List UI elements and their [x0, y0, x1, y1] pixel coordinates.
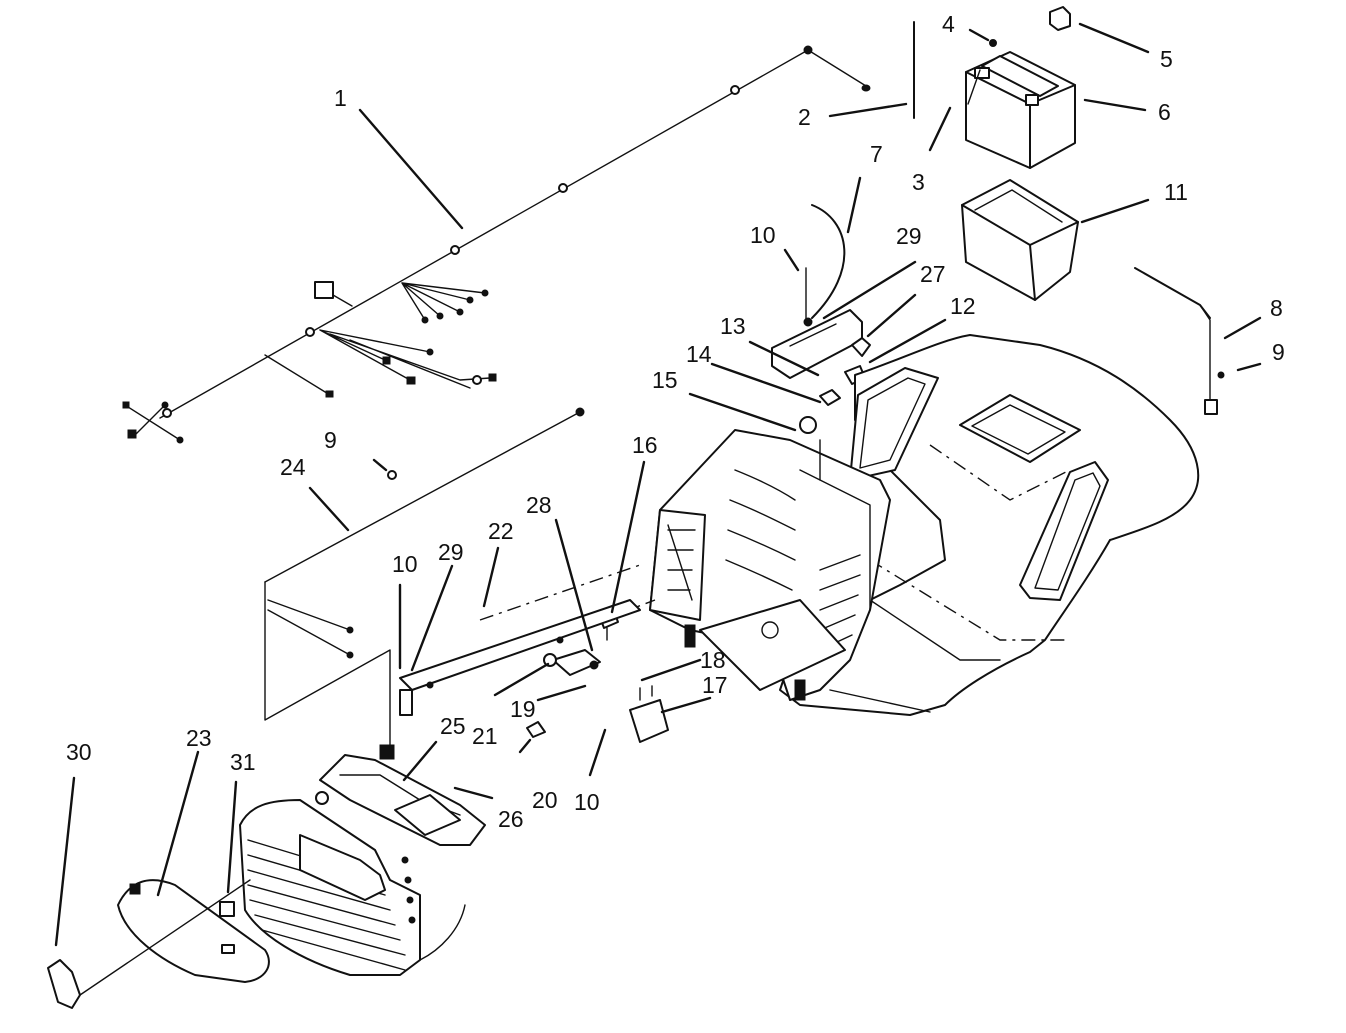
ignition-key	[819, 389, 841, 406]
callout-15: 15	[652, 367, 678, 393]
callout-16: 16	[632, 432, 658, 458]
callout-25: 25	[440, 713, 466, 739]
fender-body	[779, 334, 1200, 716]
callout-5: 5	[1160, 46, 1173, 72]
safety-switch	[552, 649, 601, 676]
battery	[965, 51, 1076, 169]
callout-13: 13	[720, 313, 746, 339]
callout-12: 12	[950, 293, 976, 319]
battery-cable	[1134, 267, 1225, 415]
battery-bolt	[989, 39, 997, 47]
callout-26: 26	[498, 806, 524, 832]
solenoid-bracket	[771, 309, 863, 379]
callout-10-bracket: 10	[750, 222, 776, 248]
callout-27: 27	[920, 261, 946, 287]
switch-nut	[799, 416, 817, 434]
callout-14: 14	[686, 341, 712, 367]
callout-31: 31	[230, 749, 256, 775]
callout-2: 2	[798, 104, 811, 130]
callout-24: 24	[280, 454, 306, 480]
dash-console	[649, 429, 891, 701]
callout-30: 30	[66, 739, 92, 765]
hood-bracket	[399, 599, 641, 716]
solenoid	[851, 337, 871, 357]
wiring-harness	[122, 45, 871, 444]
callout-28: 28	[526, 492, 552, 518]
callout-8: 8	[1270, 295, 1283, 321]
callout-10-fuse: 10	[574, 789, 600, 815]
headlight-lens	[394, 794, 461, 836]
harness-nut	[387, 470, 397, 480]
callout-29-rail: 29	[438, 539, 464, 565]
callout-labels: 1 2 3 4 5 6 7 8 9 9 10 10 10 11 12 13 14…	[66, 11, 1285, 832]
callout-19: 19	[510, 696, 536, 722]
battery-tray	[961, 179, 1079, 301]
callout-29-bracket: 29	[896, 223, 922, 249]
front-bumper	[79, 879, 270, 996]
headlight-harness	[264, 407, 585, 760]
callout-9-harness: 9	[324, 427, 337, 453]
grommet	[543, 653, 557, 667]
clip	[526, 721, 546, 738]
fuse-holder	[629, 685, 669, 743]
grille-decal	[47, 959, 81, 1009]
callout-11: 11	[1164, 179, 1188, 205]
callout-10-rail: 10	[392, 551, 418, 577]
callout-7: 7	[870, 141, 883, 167]
callout-9-battery: 9	[1272, 339, 1285, 365]
callout-21: 21	[472, 723, 498, 749]
callout-6: 6	[1158, 99, 1171, 125]
hood-grille	[239, 799, 466, 976]
callout-23: 23	[186, 725, 212, 751]
leader-lines	[54, 22, 1262, 947]
battery-terminal-cover	[1049, 6, 1071, 31]
callout-18: 18	[700, 647, 726, 673]
callout-17: 17	[702, 672, 728, 698]
bumper-nut	[219, 901, 235, 917]
callout-4: 4	[942, 11, 955, 37]
callout-22: 22	[488, 518, 514, 544]
callout-1: 1	[334, 85, 347, 111]
callout-20: 20	[532, 787, 558, 813]
callout-3: 3	[912, 169, 925, 195]
